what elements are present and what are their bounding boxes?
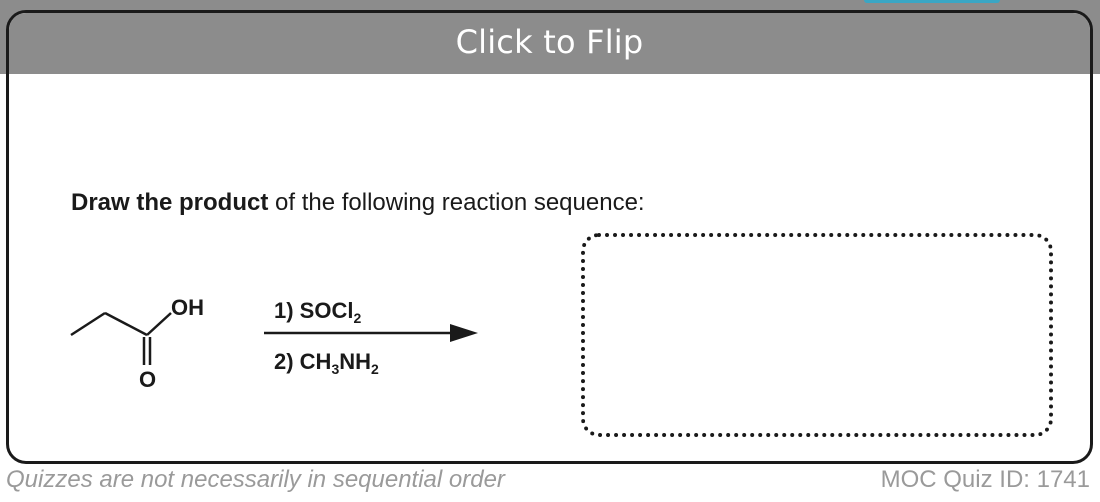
top-tab-indicator [864,0,1000,3]
click-to-flip-button[interactable]: Click to Flip [9,13,1090,74]
answer-drop-box[interactable] [581,233,1053,437]
reaction-arrow-head [450,324,478,342]
carbonyl-oxygen-label: O [139,367,156,392]
sequential-order-note: Quizzes are not necessarily in sequentia… [6,466,505,493]
question-rest: of the following reaction sequence: [268,189,645,216]
bond-c2-c3 [104,311,148,337]
reagent-step-1: 1) SOCl2 [274,298,361,326]
bond-c3-o [146,312,172,336]
flip-label: Click to Flip [455,23,644,61]
question-text: Draw the product of the following reacti… [71,189,645,217]
quiz-id: MOC Quiz ID: 1741 [880,466,1090,493]
propanoic-acid-structure: OH O [70,295,204,392]
reaction-arrow-with-reagents: 1) SOCl2 2) CH3NH2 [264,298,478,377]
question-bold: Draw the product [71,189,269,216]
flashcard[interactable]: Click to Flip Draw the product of the fo… [6,10,1093,464]
reagent-step-2: 2) CH3NH2 [274,349,379,377]
bond-c1-c2 [70,311,106,337]
hydroxyl-label: OH [171,295,204,320]
